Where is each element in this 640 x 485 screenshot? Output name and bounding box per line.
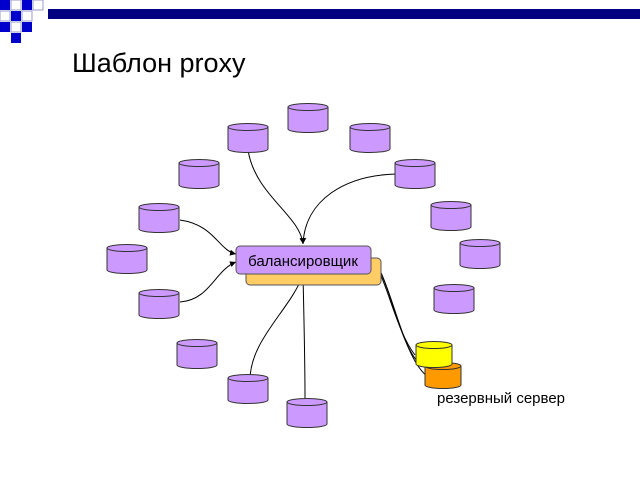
backup-servers	[415, 341, 462, 389]
connector-bottom	[300, 274, 307, 399]
connector-bottom-left	[249, 274, 304, 381]
server-cylinder-8	[106, 244, 148, 274]
server-cylinder-10	[138, 289, 180, 319]
connector-left-upper	[179, 219, 237, 256]
connector-backup-3	[377, 265, 429, 378]
server-cylinder-14	[286, 398, 328, 428]
server-cylinder-12	[176, 339, 218, 369]
server-cylinder-1	[287, 103, 329, 133]
connector-top-right	[300, 173, 398, 245]
header-bar	[48, 9, 640, 19]
balancer-box	[235, 245, 372, 275]
servers	[106, 103, 501, 428]
server-cylinder-4	[178, 159, 220, 189]
connector-left-lower	[179, 261, 237, 303]
balancer-label: балансировщик	[248, 253, 358, 270]
server-cylinder-9	[459, 239, 501, 269]
connector-top-left	[247, 149, 306, 245]
balancer: балансировщик	[235, 245, 382, 286]
page-title: Шаблон proxy	[72, 48, 246, 78]
server-cylinder-6	[138, 203, 180, 233]
server-cylinder-7	[430, 201, 472, 231]
corner-squares-decoration	[0, 0, 44, 43]
connectors	[179, 149, 429, 399]
backup-server-caption: резервный сервер	[437, 390, 565, 407]
server-cylinder-5	[394, 159, 436, 189]
backup-server-primary	[415, 341, 453, 368]
server-cylinder-13	[227, 374, 269, 404]
server-cylinder-11	[433, 284, 475, 314]
server-cylinder-2	[227, 123, 269, 153]
server-cylinder-3	[349, 123, 391, 153]
